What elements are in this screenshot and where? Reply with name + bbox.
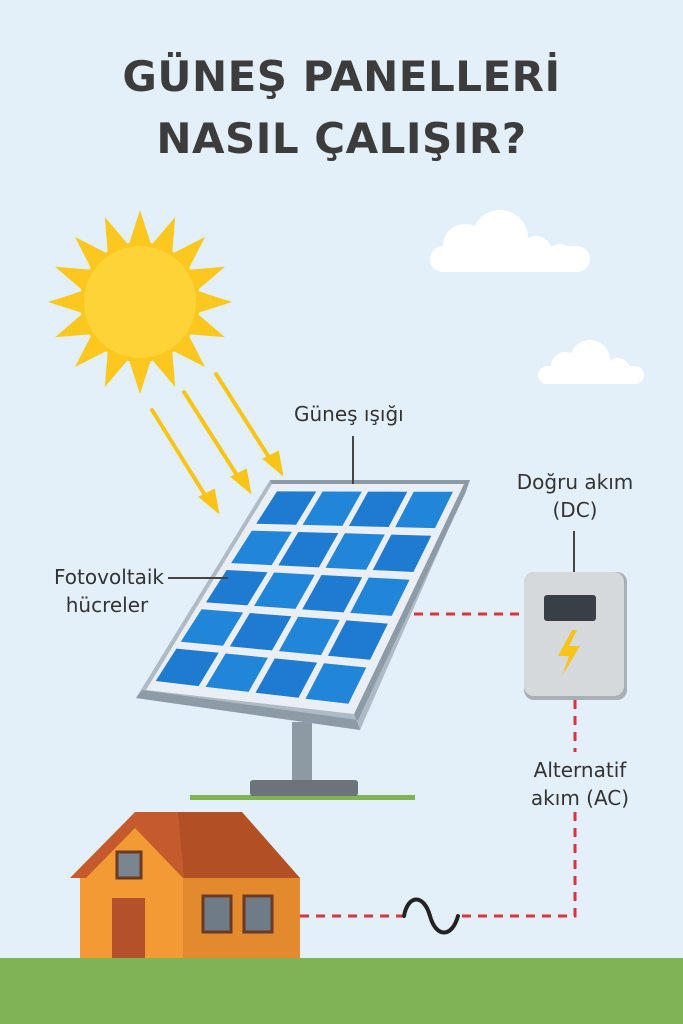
panel-cell <box>254 572 315 609</box>
panel-cell <box>255 658 318 698</box>
cloud-icon <box>430 210 590 272</box>
panel-cell <box>325 533 385 570</box>
panel-cell <box>229 613 292 651</box>
ac-label-line-1: Alternatif <box>533 758 627 782</box>
cloud-icon <box>538 340 644 384</box>
photovoltaic-label-line-1: Fotovoltaik <box>54 565 164 589</box>
title-line-2: NASIL ÇALIŞIR? <box>156 114 527 163</box>
ac-label: Alternatif akım (AC) <box>500 756 660 812</box>
page-title: GÜNEŞ PANELLERİ NASIL ÇALIŞIR? <box>0 46 683 170</box>
ac-wave-icon <box>402 897 460 935</box>
title-line-1: GÜNEŞ PANELLERİ <box>122 52 561 101</box>
panel-cell <box>305 663 367 704</box>
wires <box>300 612 577 918</box>
panel-cell <box>302 575 363 613</box>
solar-panel-icon <box>136 480 470 730</box>
panel-cell <box>395 491 453 529</box>
dc-label: Doğru akım (DC) <box>495 468 655 524</box>
dc-label-line-2: (DC) <box>552 498 598 522</box>
photovoltaic-label-line-2: hücreler <box>65 593 149 617</box>
sunlight-label: Güneş ışığı <box>294 402 404 426</box>
dc-label-line-1: Doğru akım <box>516 470 634 494</box>
photovoltaic-cells <box>155 491 453 704</box>
panel-cell <box>327 620 388 660</box>
panel-cell <box>155 648 219 687</box>
sunlight-arrows <box>150 372 284 515</box>
lightning-icon <box>558 630 580 676</box>
panel-cell <box>302 491 362 526</box>
panel-cell <box>278 532 339 568</box>
sun-icon <box>48 210 232 394</box>
panel-cell <box>278 616 340 656</box>
house-icon <box>70 812 300 960</box>
panel-cell <box>231 530 292 566</box>
panel-cell <box>256 491 317 525</box>
panel-cell <box>372 534 432 572</box>
panel-cell <box>205 653 268 692</box>
photovoltaic-label: Fotovoltaik hücreler <box>30 563 164 619</box>
inverter-icon <box>524 572 627 700</box>
panel-cell <box>350 577 410 616</box>
panel-cell <box>180 609 244 646</box>
panel-stand <box>250 722 358 796</box>
ground <box>0 958 683 1024</box>
ac-label-line-2: akım (AC) <box>530 786 630 810</box>
panel-grass <box>190 795 415 800</box>
panel-cell <box>348 491 408 527</box>
